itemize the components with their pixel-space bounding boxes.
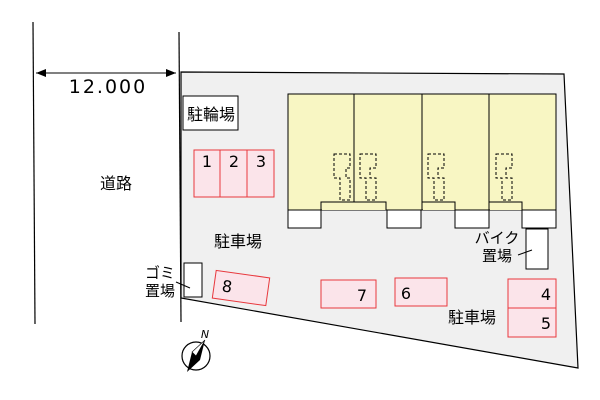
apartment-building xyxy=(287,93,557,229)
parking-number: 2 xyxy=(229,152,239,171)
parking-number: 7 xyxy=(357,286,367,305)
bicycle-parking-label: 駐輪場 xyxy=(187,105,235,124)
parking-label-lower: 駐車場 xyxy=(448,308,496,327)
parking-space-6 xyxy=(394,277,448,307)
garbage-leader-line xyxy=(175,281,191,289)
parking-number: 3 xyxy=(256,152,266,171)
garbage-label-line2: 置場 xyxy=(145,282,175,300)
parking-number: 6 xyxy=(401,284,411,303)
parking-row-upper: 1 2 3 xyxy=(193,149,275,198)
parking-label-upper: 駐車場 xyxy=(214,232,262,251)
parking-number: 4 xyxy=(541,285,551,304)
road-left-line xyxy=(32,21,36,325)
parking-space-7 xyxy=(320,279,377,309)
north-label: N xyxy=(201,328,209,341)
parking-number: 5 xyxy=(541,314,551,333)
parking-space-3 xyxy=(246,149,275,198)
bike-parking-area xyxy=(525,228,549,270)
parking-number: 8 xyxy=(221,276,234,296)
parking-space-5 xyxy=(507,307,557,338)
bike-label-line1: バイク xyxy=(475,229,520,247)
bike-leader-line xyxy=(517,249,533,256)
garbage-label-line1: ゴミ xyxy=(145,264,175,282)
parking-number: 1 xyxy=(202,152,212,171)
parking-space-8: 8 xyxy=(211,269,271,307)
entrance-step xyxy=(386,209,422,229)
bicycle-parking-area xyxy=(182,95,239,131)
entrance-step xyxy=(521,209,557,229)
bike-label-line2: 置場 xyxy=(482,247,512,265)
road-label: 道路 xyxy=(100,174,132,193)
garbage-area xyxy=(183,262,203,298)
north-compass-icon xyxy=(181,339,211,372)
road-width-label: 12.000 xyxy=(69,76,147,98)
entrance-step xyxy=(287,209,322,229)
road-width-dimension xyxy=(36,69,176,77)
parking-space-4 xyxy=(507,278,557,309)
entrance-step xyxy=(454,209,490,229)
